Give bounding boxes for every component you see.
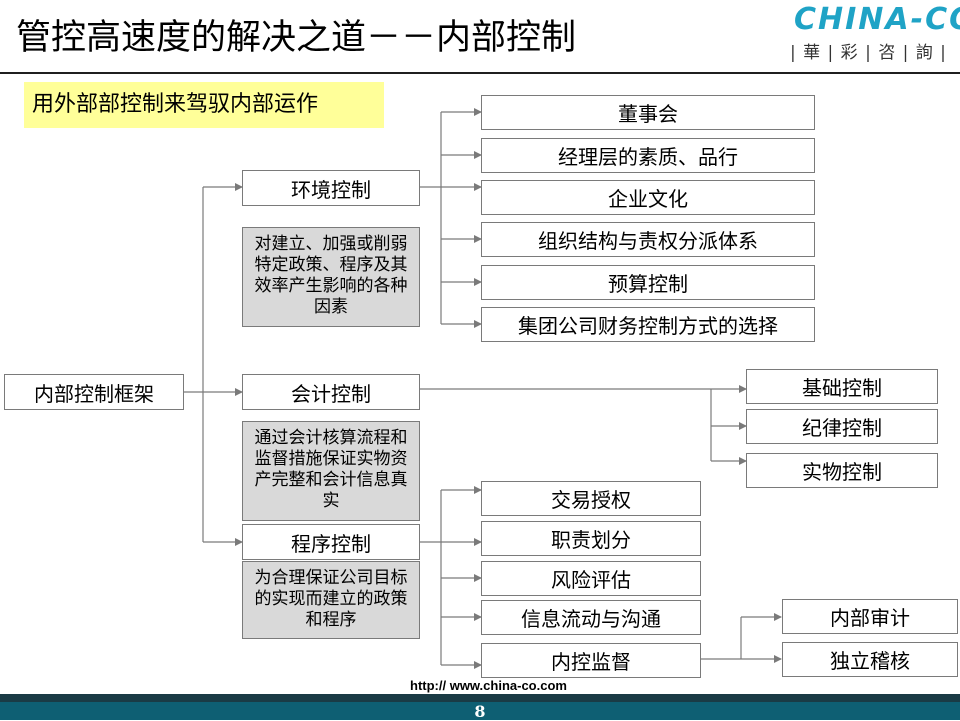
node-org-structure: 组织结构与责权分派体系	[481, 222, 815, 257]
node-basic-control: 基础控制	[746, 369, 938, 404]
footer-url: http:// www.china-co.com	[410, 678, 567, 693]
page-number: 8	[474, 702, 486, 721]
company-logo: CHINA-CO | 華 | 彩 | 咨 | 詢 |	[786, 2, 960, 64]
node-management-quality: 经理层的素质、品行	[481, 138, 815, 173]
slide-subtitle: 用外部部控制来驾驭内部运作	[24, 82, 384, 128]
node-discipline-control: 纪律控制	[746, 409, 938, 444]
note-environment: 对建立、加强或削弱特定政策、程序及其效率产生影响的各种因素	[242, 227, 420, 327]
node-procedure-control: 程序控制	[242, 524, 420, 560]
node-transaction-authorization: 交易授权	[481, 481, 701, 516]
node-root: 内部控制框架	[4, 374, 184, 410]
node-independent-audit: 独立稽核	[782, 642, 958, 677]
note-procedure: 为合理保证公司目标的实现而建立的政策和程序	[242, 561, 420, 639]
logo-subtitle: | 華 | 彩 | 咨 | 詢 |	[790, 43, 947, 63]
footer-bar-top-stripe	[0, 694, 960, 702]
node-segregation-of-duties: 职责划分	[481, 521, 701, 556]
title-divider	[0, 72, 960, 74]
node-physical-control: 实物控制	[746, 453, 938, 488]
node-internal-audit: 内部审计	[782, 599, 958, 634]
node-corporate-culture: 企业文化	[481, 180, 815, 215]
node-risk-assessment: 风险评估	[481, 561, 701, 596]
node-financial-control-mode: 集团公司财务控制方式的选择	[481, 307, 815, 342]
node-board: 董事会	[481, 95, 815, 130]
page-title: 管控高速度的解决之道－－内部控制	[16, 18, 577, 58]
node-environment-control: 环境控制	[242, 170, 420, 206]
logo-wordmark: CHINA-CO	[794, 2, 960, 37]
node-internal-monitoring: 内控监督	[481, 643, 701, 678]
node-information-communication: 信息流动与沟通	[481, 600, 701, 635]
node-accounting-control: 会计控制	[242, 374, 420, 410]
note-accounting: 通过会计核算流程和监督措施保证实物资产完整和会计信息真实	[242, 421, 420, 521]
node-budget-control: 预算控制	[481, 265, 815, 300]
